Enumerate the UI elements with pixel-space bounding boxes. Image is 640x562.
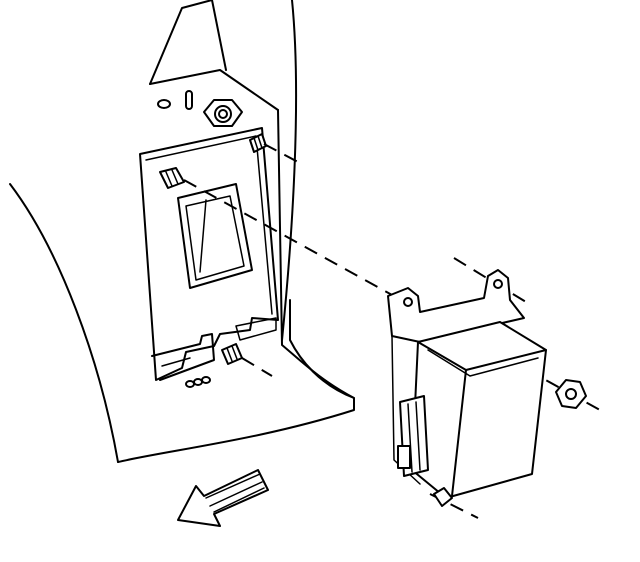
- panel-top-fold: [211, 0, 227, 71]
- panel-slot: [185, 90, 193, 110]
- bracket-window-fold: [199, 199, 207, 273]
- stud-thread: [226, 345, 238, 362]
- module-top-bevel: [427, 349, 539, 377]
- upper-retaining-nut: [203, 99, 243, 127]
- bracket-tab-slot: [235, 317, 277, 341]
- alignment-line-lower: [241, 357, 273, 377]
- stud-thread: [253, 135, 263, 151]
- flange-hole: [493, 279, 503, 289]
- alignment-line-upper: [263, 143, 299, 163]
- upper-nut-core: [218, 109, 228, 119]
- connector-ribs: [407, 401, 421, 473]
- module-housing: [411, 321, 547, 499]
- mounting-nut: [555, 379, 587, 409]
- mounting-bracket: [139, 127, 279, 388]
- bracket-window: [177, 183, 253, 289]
- bracket-tab-line: [161, 357, 191, 367]
- control-module: [387, 269, 547, 507]
- panel-hole: [157, 99, 171, 109]
- module-foot: [433, 487, 453, 507]
- bracket-hole: [193, 378, 203, 386]
- panel-right-edge: [281, 0, 298, 341]
- bracket-lower-tab: [151, 333, 215, 381]
- electrical-connector: [397, 395, 429, 477]
- flange-hole: [403, 297, 413, 307]
- bracket-hole: [185, 380, 195, 388]
- bracket-window-inner: [185, 195, 245, 281]
- bracket-inner-flange: [145, 135, 273, 315]
- alignment-line-module-top: [453, 257, 527, 303]
- module-front-edge: [451, 369, 467, 497]
- panel-top-shelf: [149, 69, 279, 111]
- bracket-outline: [139, 127, 279, 381]
- stud-thread: [165, 169, 179, 187]
- connector-latch: [397, 445, 411, 469]
- body-panel: [9, 0, 355, 463]
- panel-inner-edge: [277, 109, 355, 399]
- bracket-hole: [201, 376, 211, 384]
- panel-top-left-edge: [149, 0, 213, 85]
- panel-lower-edge: [117, 299, 355, 463]
- flange-side: [391, 335, 421, 485]
- direction-arrow: [177, 469, 269, 527]
- direction-arrow-hatching: [205, 473, 265, 513]
- panel-outer-curve: [9, 183, 119, 463]
- direction-arrow-shape: [177, 469, 269, 527]
- nut-bore: [565, 388, 577, 400]
